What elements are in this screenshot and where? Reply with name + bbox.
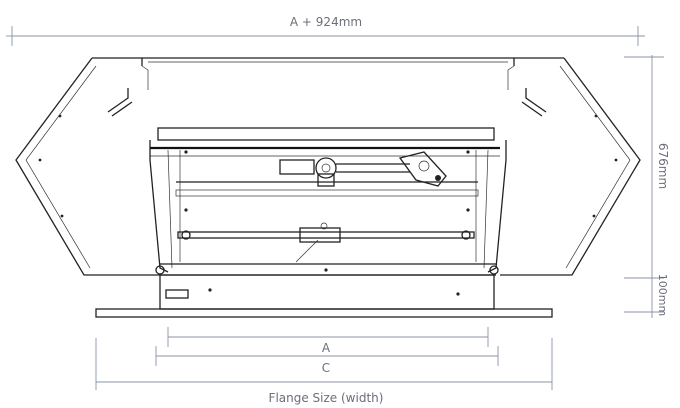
left-wing-outer [15, 57, 160, 276]
rivet [456, 292, 460, 296]
dimension-a-label: A [322, 341, 331, 355]
actuator-base [317, 173, 335, 187]
rivet [324, 268, 328, 272]
actuator-pin [435, 175, 441, 181]
left-hinge [155, 265, 165, 275]
left-side-frame [149, 140, 169, 273]
top-width-label: A + 924mm [290, 15, 362, 29]
bottom-dimensions: A C Flange Size (width) [95, 327, 553, 405]
top-width-dimension: A + 924mm [6, 15, 645, 46]
right-height-label: 676mm [656, 143, 670, 189]
base-curb [159, 274, 495, 310]
lower-rod-end-right [461, 230, 471, 240]
right-louver-lower [521, 101, 543, 117]
rivet [594, 114, 598, 118]
actuator-assembly [279, 151, 447, 187]
unit-body [15, 57, 641, 318]
actuator-motor [315, 157, 337, 179]
dimension-c-label: C [322, 361, 330, 375]
flange-size-label: Flange Size (width) [269, 391, 384, 405]
base-nameplate [165, 289, 189, 299]
rivet [592, 214, 596, 218]
actuator-motor-hub [321, 163, 331, 173]
actuator-pivot [418, 160, 430, 172]
left-louver-lower [111, 101, 133, 117]
right-inner-post [483, 149, 489, 269]
rivet [184, 208, 188, 212]
lower-rod-fitting [320, 222, 328, 230]
right-hinge [489, 265, 499, 275]
rivet [184, 150, 188, 154]
right-wing-corner [507, 65, 515, 90]
rivet [466, 150, 470, 154]
left-wing-corner [141, 65, 149, 90]
left-louver [107, 88, 129, 113]
left-wing-top [92, 57, 143, 66]
rivet [466, 208, 470, 212]
actuator-lever [398, 151, 447, 187]
rivet [614, 158, 618, 162]
right-wing-top [513, 57, 564, 66]
lower-rod-cable [295, 239, 319, 263]
rivet [60, 214, 64, 218]
left-inner-post [167, 149, 173, 269]
rivet [208, 288, 212, 292]
rivet [58, 114, 62, 118]
rivets [38, 114, 618, 296]
right-base-label: 100mm [656, 274, 669, 316]
flange-plate [95, 308, 553, 318]
right-height-dimension: 676mm 100mm [624, 55, 670, 318]
right-louver [525, 88, 547, 113]
drive-shaft [175, 189, 479, 197]
lower-rod [177, 222, 475, 263]
lower-rod-body [177, 231, 475, 239]
actuator-bracket [279, 159, 315, 175]
left-wing-inner-line [25, 65, 97, 269]
right-wing-outer [500, 57, 641, 276]
damper-top-rail [157, 127, 495, 141]
right-side-frame [487, 140, 507, 273]
lower-rod-end-left [181, 230, 191, 240]
right-wing-inner-line [559, 65, 631, 269]
rivet [38, 158, 42, 162]
lower-rod-actuator [299, 227, 341, 243]
